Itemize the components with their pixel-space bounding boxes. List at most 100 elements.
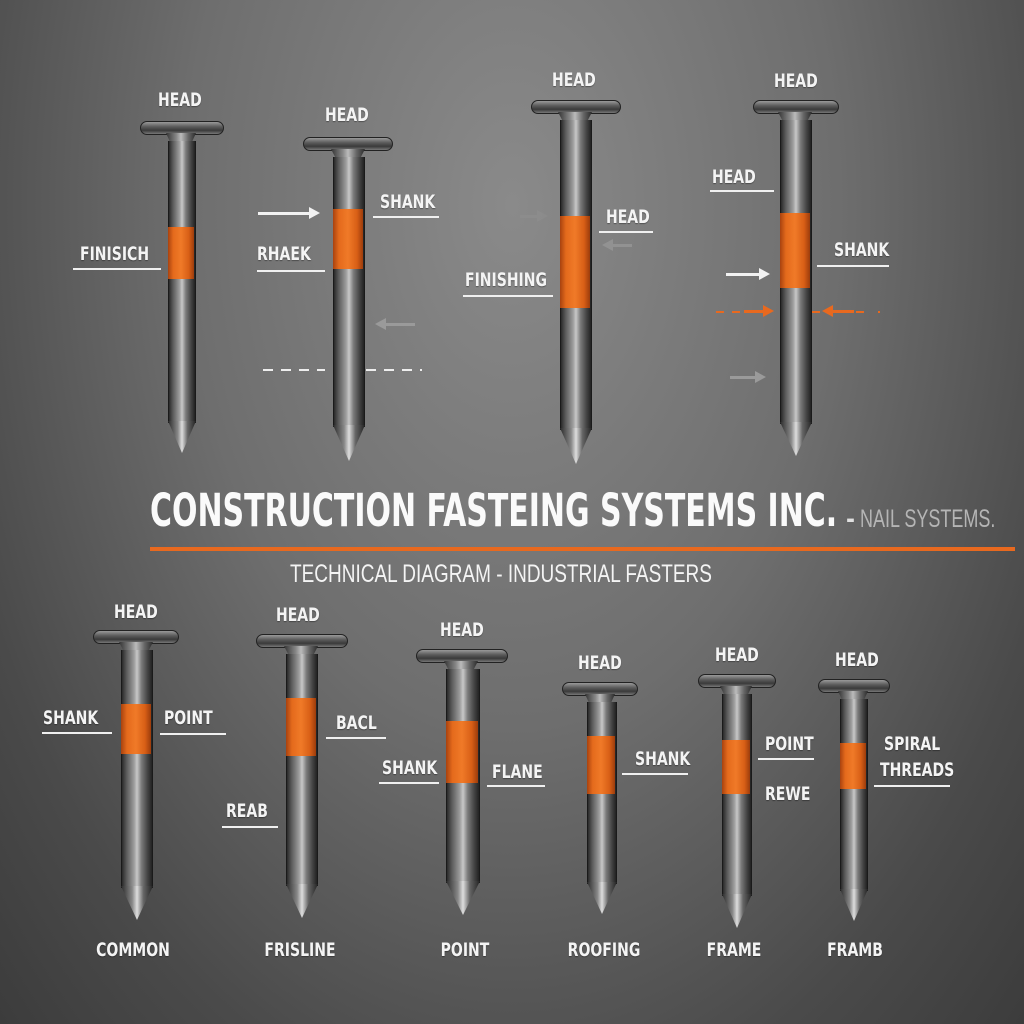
dashed-line-left [263, 369, 325, 371]
nail-2 [303, 137, 393, 462]
nail-tip [333, 425, 365, 461]
frisline-left-label: REAB [226, 800, 268, 822]
nail-3-head-label: HEAD [552, 69, 596, 91]
common-name-label: COMMON [96, 939, 170, 961]
nail-head [303, 137, 393, 151]
roofing-right-label: SHANK [635, 748, 691, 770]
label-underline [622, 773, 688, 775]
label-underline [874, 785, 950, 787]
nail-shank [840, 699, 868, 891]
white-arrow-right-icon [258, 207, 320, 219]
roofing-name-label: ROOFING [567, 939, 641, 961]
frisline-name-label: FRISLINE [264, 939, 336, 961]
company-name: CONSTRUCTION FASTEING SYSTEMS INC. [150, 484, 838, 537]
label-underline [160, 733, 226, 735]
nail-head [531, 100, 621, 114]
nail-head [256, 634, 348, 648]
nail-shank [121, 650, 153, 888]
nail-2-left-label: RHAEK [257, 243, 311, 265]
orange-band [168, 227, 194, 279]
nail-systems-label: NAIL SYSTEMS. [859, 505, 995, 533]
framb-right2-label: THREADS [880, 759, 955, 781]
nail-shank [333, 157, 365, 427]
frame-right-label: POINT [765, 733, 814, 755]
orange-band [560, 216, 590, 308]
nail-shank [168, 141, 196, 423]
nail-tip [722, 894, 752, 928]
nail-neck [166, 133, 196, 143]
dashed-line-right [366, 369, 422, 371]
label-underline [73, 268, 161, 270]
nail-head [93, 630, 179, 644]
label-underline [42, 732, 112, 734]
point-head-label: HEAD [440, 619, 484, 641]
nail-frisline [256, 634, 348, 920]
frame-name-label: FRAME [706, 939, 762, 961]
nail-common [93, 630, 179, 922]
nail-tip [780, 422, 812, 456]
label-underline [817, 265, 889, 267]
orange-band [722, 740, 750, 794]
nail-neck [585, 694, 615, 704]
nail-3-left-label: FINISHING [465, 269, 548, 291]
nail-2-head-label: HEAD [325, 104, 369, 126]
label-underline [373, 216, 439, 218]
label-underline [758, 758, 814, 760]
nail-tip [121, 886, 153, 920]
frisline-right-label: BACL [336, 712, 377, 734]
nail-shank [722, 694, 752, 896]
orange-band [780, 213, 810, 288]
nail-head [818, 679, 890, 693]
gray-arrow-left-icon [602, 239, 632, 251]
roofing-head-label: HEAD [578, 652, 622, 674]
nail-3 [531, 100, 621, 465]
nail-head [753, 100, 839, 114]
title-orange-rule [150, 547, 1015, 551]
label-underline [599, 231, 653, 233]
nail-roofing [562, 682, 638, 916]
label-underline [710, 190, 774, 192]
nail-head [140, 121, 224, 135]
nail-tip [840, 889, 868, 921]
title-block: CONSTRUCTION FASTEING SYSTEMS INC. [150, 484, 1024, 537]
common-left-label: SHANK [43, 707, 99, 729]
nail-neck [778, 112, 812, 122]
framb-name-label: FRAMB [827, 939, 883, 961]
nail-neck [558, 112, 592, 122]
title-suffix: - NAIL SYSTEMS. [846, 505, 1024, 534]
orange-dashed-line [812, 311, 880, 313]
nail-frame [698, 674, 776, 930]
orange-band [286, 698, 316, 756]
point-left-label: SHANK [382, 757, 438, 779]
nail-tip [286, 884, 318, 918]
nail-tip [587, 882, 617, 914]
label-underline [463, 295, 553, 297]
nail-neck [720, 686, 752, 696]
orange-arrow-right-icon [744, 305, 774, 317]
label-underline [379, 782, 439, 784]
nail-point [416, 649, 508, 917]
nail-3-right-label: HEAD [606, 206, 650, 228]
orange-dashed-line [716, 311, 762, 313]
framb-right-label: SPIRAL [884, 733, 941, 755]
common-head-label: HEAD [114, 601, 158, 623]
nail-4 [753, 100, 839, 458]
frame-head-label: HEAD [715, 644, 759, 666]
nail-4-right-label: SHANK [834, 239, 890, 261]
nail-tip [168, 421, 196, 453]
nail-neck [838, 691, 868, 701]
nail-1-head-label: HEAD [158, 89, 202, 111]
orange-band [333, 209, 363, 269]
orange-band [121, 704, 151, 754]
label-underline [222, 826, 278, 828]
nail-neck [331, 149, 365, 159]
nail-head [698, 674, 776, 688]
frame-right2-label: REWE [765, 783, 811, 805]
nail-neck [119, 642, 153, 652]
point-name-label: POINT [440, 939, 490, 961]
label-underline [326, 737, 386, 739]
title-separator: - [846, 505, 855, 533]
orange-band [587, 736, 615, 794]
nail-neck [444, 661, 478, 671]
frisline-head-label: HEAD [276, 604, 320, 626]
